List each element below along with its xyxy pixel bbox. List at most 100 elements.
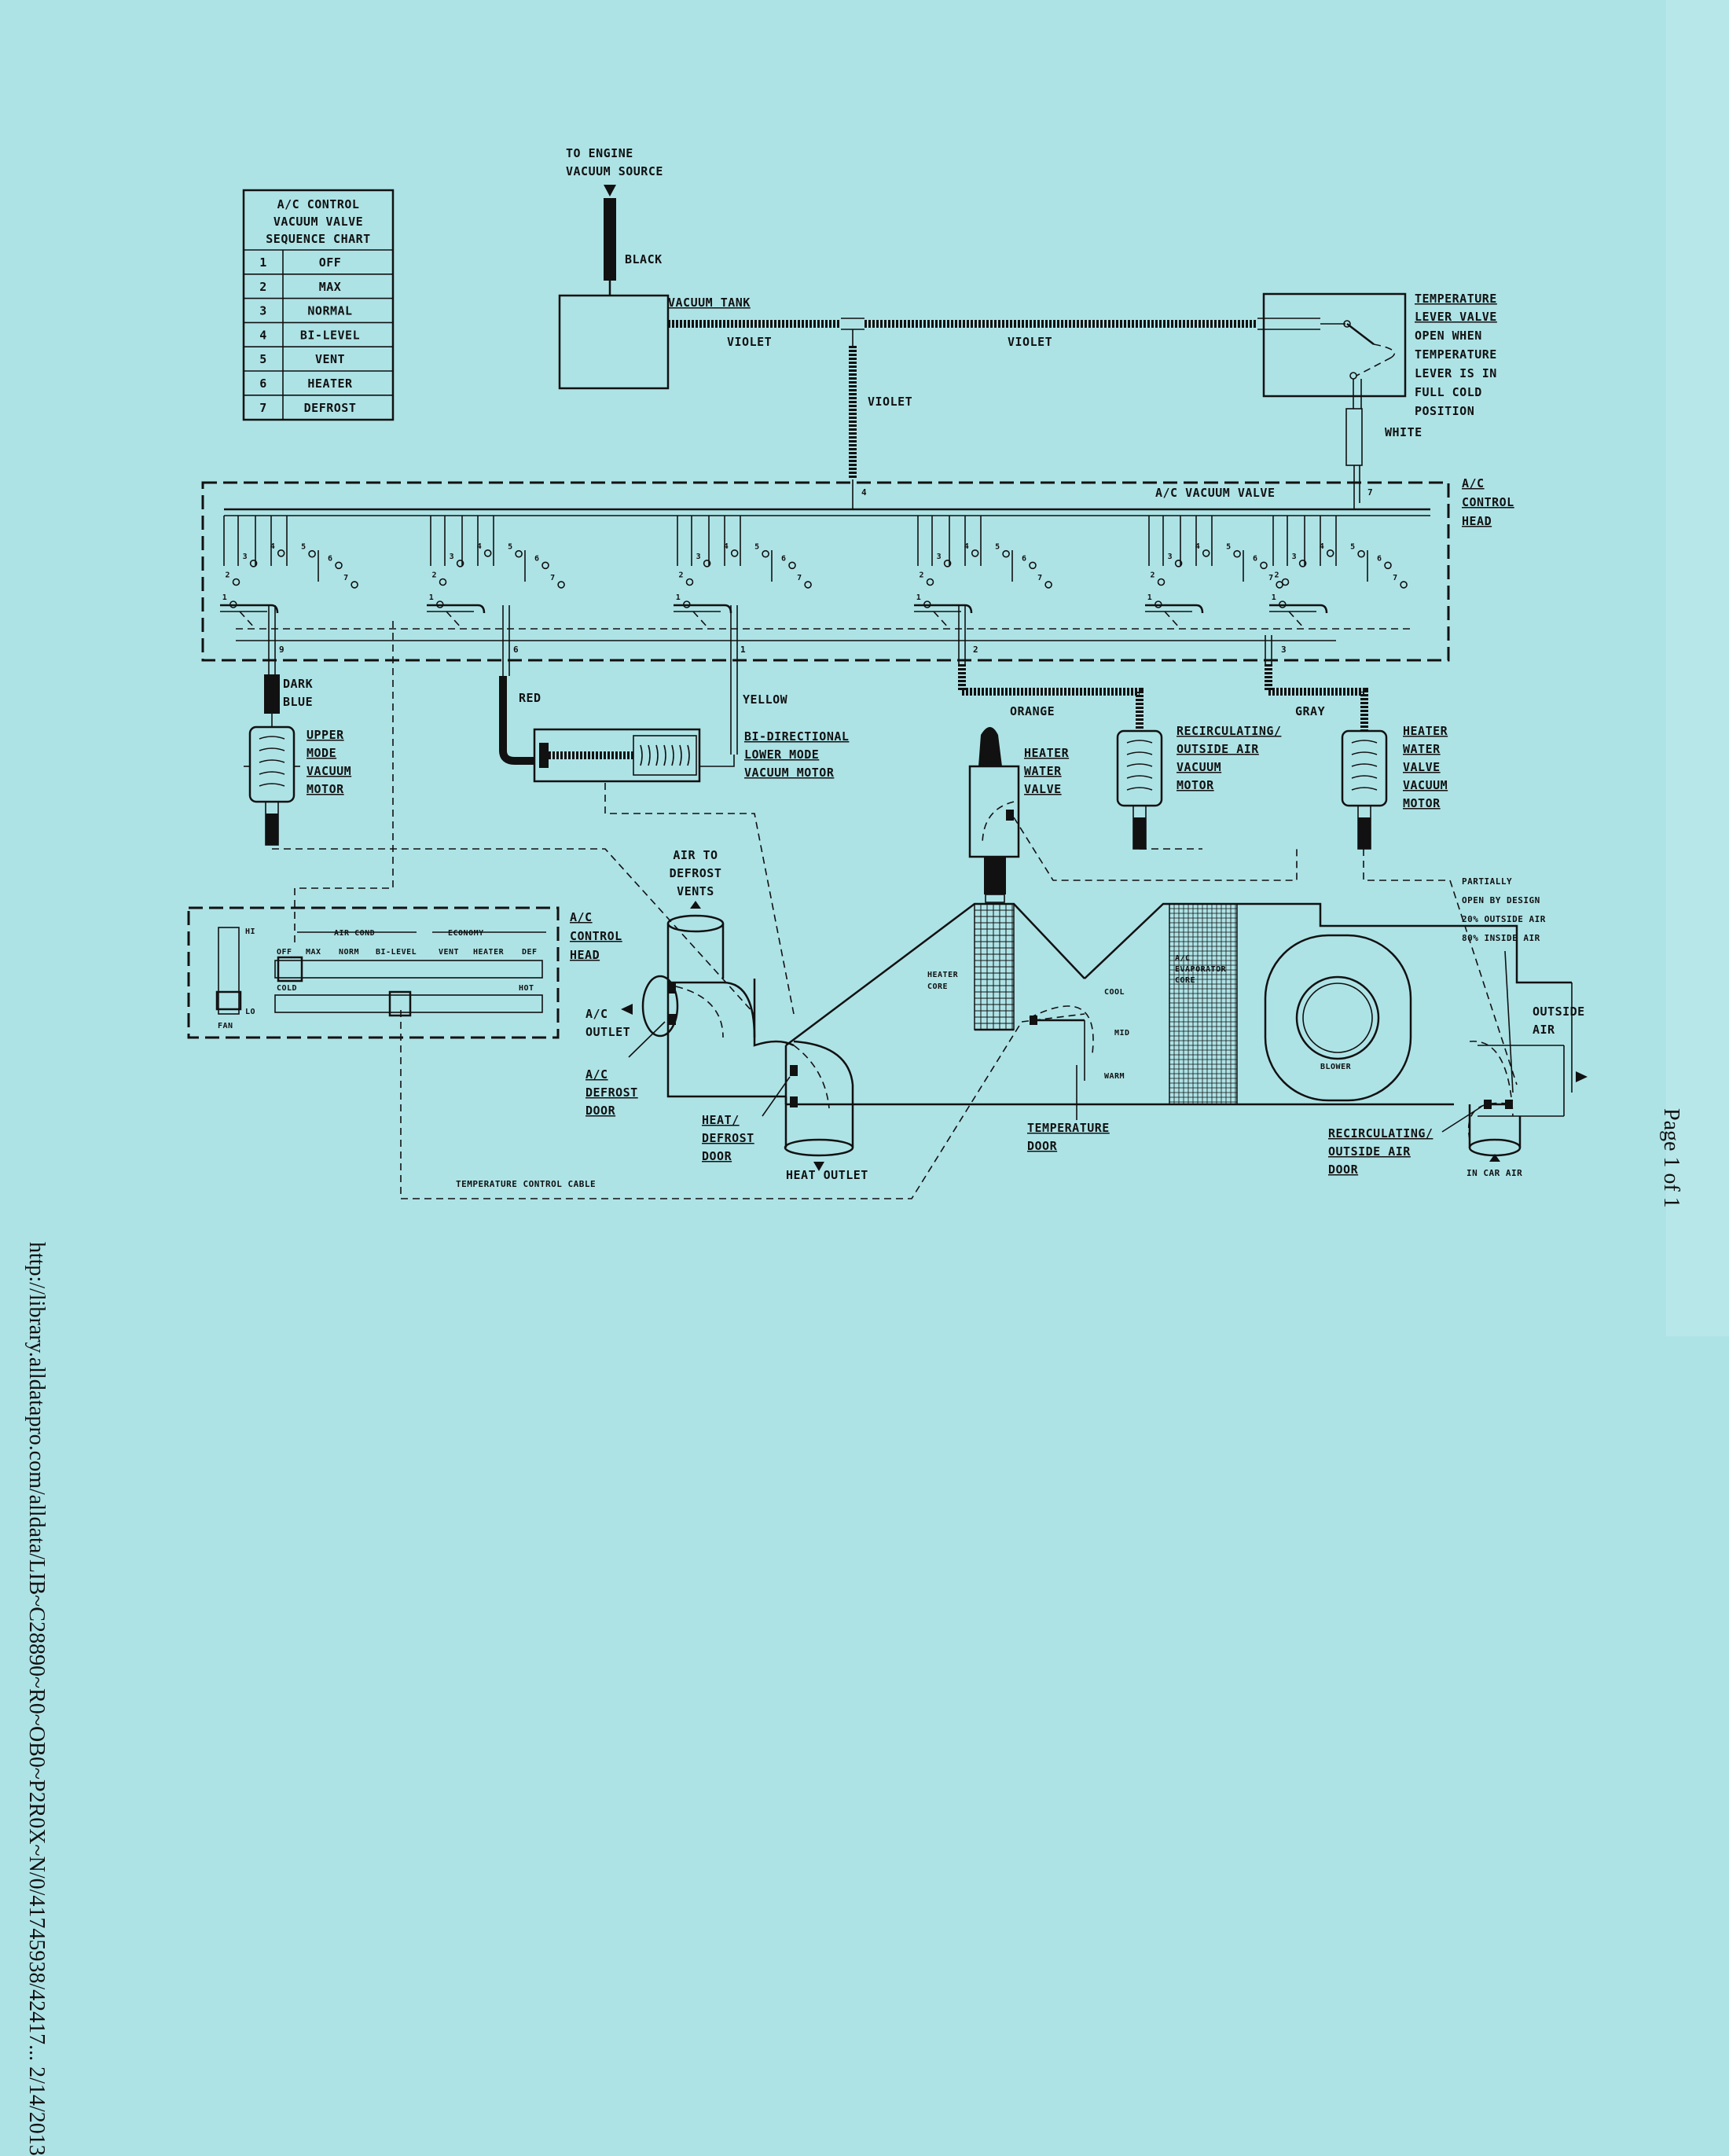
- temperature-control-cable: [400, 1010, 1085, 1199]
- heater-hose-top: [978, 727, 1002, 766]
- valve-port-number: 2: [920, 571, 925, 580]
- spring-icon: [1351, 740, 1378, 791]
- valve-port-number: 7: [1037, 574, 1043, 582]
- warm-label: WARM: [1104, 1072, 1125, 1081]
- temperature-lever-track[interactable]: [274, 994, 543, 1013]
- panel-economy-label: ECONOMY: [448, 929, 484, 938]
- spring-icon: [1126, 740, 1153, 791]
- gray-port-number: 3: [1281, 645, 1287, 655]
- recirc-vacuum-motor: RECIRCULATING/ OUTSIDE AIR VACUUM MOTOR: [1116, 724, 1281, 850]
- temperature-door-label-2: DOOR: [1027, 1139, 1058, 1153]
- valve-port-number: 2: [1275, 571, 1280, 580]
- sequence-row-mode: MAX: [319, 280, 342, 294]
- ac-control-panel: A/C CONTROL HEAD HI LO FAN AIR COND ECON…: [187, 906, 622, 1039]
- white-hose-label: WHITE: [1385, 425, 1422, 439]
- valve-port-number: 7: [550, 574, 556, 582]
- temperature-lever-knob[interactable]: [388, 990, 412, 1017]
- valve-port-number: 1: [676, 593, 681, 602]
- valve-port-number: 4: [964, 542, 970, 551]
- in-car-air-label: IN CAR AIR: [1467, 1168, 1522, 1178]
- valve-port-number: 3: [1168, 553, 1173, 561]
- valve-port: [249, 559, 258, 567]
- heater-water-valve: HEATER WATER VALVE: [968, 727, 1069, 903]
- valve-rotor: [1145, 604, 1204, 614]
- in-car-air-arrow-icon: [1489, 1154, 1500, 1162]
- blower-housing: [1264, 934, 1412, 1102]
- temp-lever-label-2: LEVER VALVE: [1415, 310, 1497, 324]
- valve-port: [557, 581, 565, 589]
- black-hose-label: BLACK: [625, 252, 663, 266]
- mode-lever-knob[interactable]: [277, 956, 303, 983]
- fan-slider-knob[interactable]: [215, 990, 242, 1011]
- sequence-row-mode: BI-LEVEL: [300, 328, 360, 342]
- orange-port-number: 2: [973, 645, 978, 655]
- control-head-label-2: CONTROL: [570, 929, 622, 943]
- white-hose: [1345, 408, 1363, 466]
- ac-control-head-label-3: HEAD: [1462, 514, 1492, 528]
- evaporator-label-3: CORE: [1175, 976, 1195, 985]
- ac-defrost-door-label-3: DOOR: [586, 1104, 616, 1118]
- violet-hoses: VIOLET VIOLET VIOLET 4: [668, 318, 1320, 503]
- panel-mode-label: HEATER: [473, 948, 505, 957]
- spring-icon: [640, 744, 690, 766]
- partially-open-label-4: 80% INSIDE AIR: [1462, 933, 1540, 943]
- valve-port-number: 7: [343, 574, 349, 582]
- temperature-lever-valve: TEMPERATURE LEVER VALVE OPEN WHEN TEMPER…: [1262, 292, 1497, 503]
- valve-port: [1157, 578, 1166, 586]
- valve-port: [1298, 559, 1307, 567]
- valve-port-number: 6: [1253, 554, 1258, 563]
- sequence-row-mode: HEATER: [307, 376, 353, 391]
- valve-port: [1384, 561, 1392, 570]
- in-car-air-inlet: [1468, 1138, 1522, 1157]
- valve-port-number: 3: [937, 553, 942, 561]
- valve-port: [308, 549, 316, 558]
- orange-hose: [958, 664, 1143, 731]
- dark-blue-port-number: 9: [279, 645, 284, 655]
- sequence-row-mode: OFF: [319, 255, 342, 270]
- valve-port-number: 5: [1226, 543, 1232, 552]
- valve-port-number: 5: [1350, 543, 1356, 552]
- evaporator-section-outline: [1084, 902, 1572, 984]
- panel-mode-label: MAX: [306, 948, 321, 957]
- ac-outlet: [641, 975, 679, 1038]
- vacuum-source-arrow-icon: [604, 185, 616, 197]
- outside-air-arrow-icon: [1576, 1071, 1588, 1082]
- dark-blue-hose: [264, 674, 280, 714]
- sequence-row-mode: DEFROST: [304, 401, 357, 415]
- temp-lever-label-4: TEMPERATURE: [1415, 347, 1497, 362]
- evaporator-label-1: A/C: [1175, 954, 1191, 963]
- valve-port: [762, 549, 769, 558]
- hwv-motor-label-4: VACUUM: [1403, 778, 1448, 792]
- valve-port-number: 1: [429, 593, 435, 602]
- valve-port-number: 6: [781, 554, 787, 563]
- valve-port: [685, 578, 694, 586]
- mode-lever-track[interactable]: [274, 960, 543, 979]
- valve-port-number: 6: [534, 554, 540, 563]
- panel-hot-label: HOT: [519, 984, 534, 993]
- fan-slider-track[interactable]: [218, 927, 240, 1015]
- outside-air-label-1: OUTSIDE: [1533, 1005, 1585, 1019]
- ac-defrost-door-label-2: DEFROST: [586, 1085, 638, 1100]
- vacuum-tank-label: VACUUM TANK: [668, 296, 751, 310]
- valve-port: [335, 561, 343, 570]
- valve-port: [515, 549, 523, 558]
- violet-label-1: VIOLET: [727, 335, 772, 349]
- cool-label: COOL: [1104, 988, 1125, 997]
- valve-port: [351, 581, 358, 589]
- valve-port-number: 4: [724, 542, 729, 551]
- sequence-chart-frame: [242, 189, 395, 421]
- valve-port: [804, 581, 812, 589]
- valve-port: [277, 549, 285, 557]
- partially-open-label-3: 20% OUTSIDE AIR: [1462, 914, 1546, 924]
- valve-port-number: 3: [243, 553, 248, 561]
- valve-port-number: 1: [1147, 593, 1153, 602]
- recirc-door-label-1: RECIRCULATING/: [1328, 1126, 1433, 1140]
- valve-port-number: 2: [1151, 571, 1156, 580]
- ac-outlet-label-2: OUTLET: [586, 1025, 630, 1039]
- sequence-row-number: 1: [259, 255, 267, 270]
